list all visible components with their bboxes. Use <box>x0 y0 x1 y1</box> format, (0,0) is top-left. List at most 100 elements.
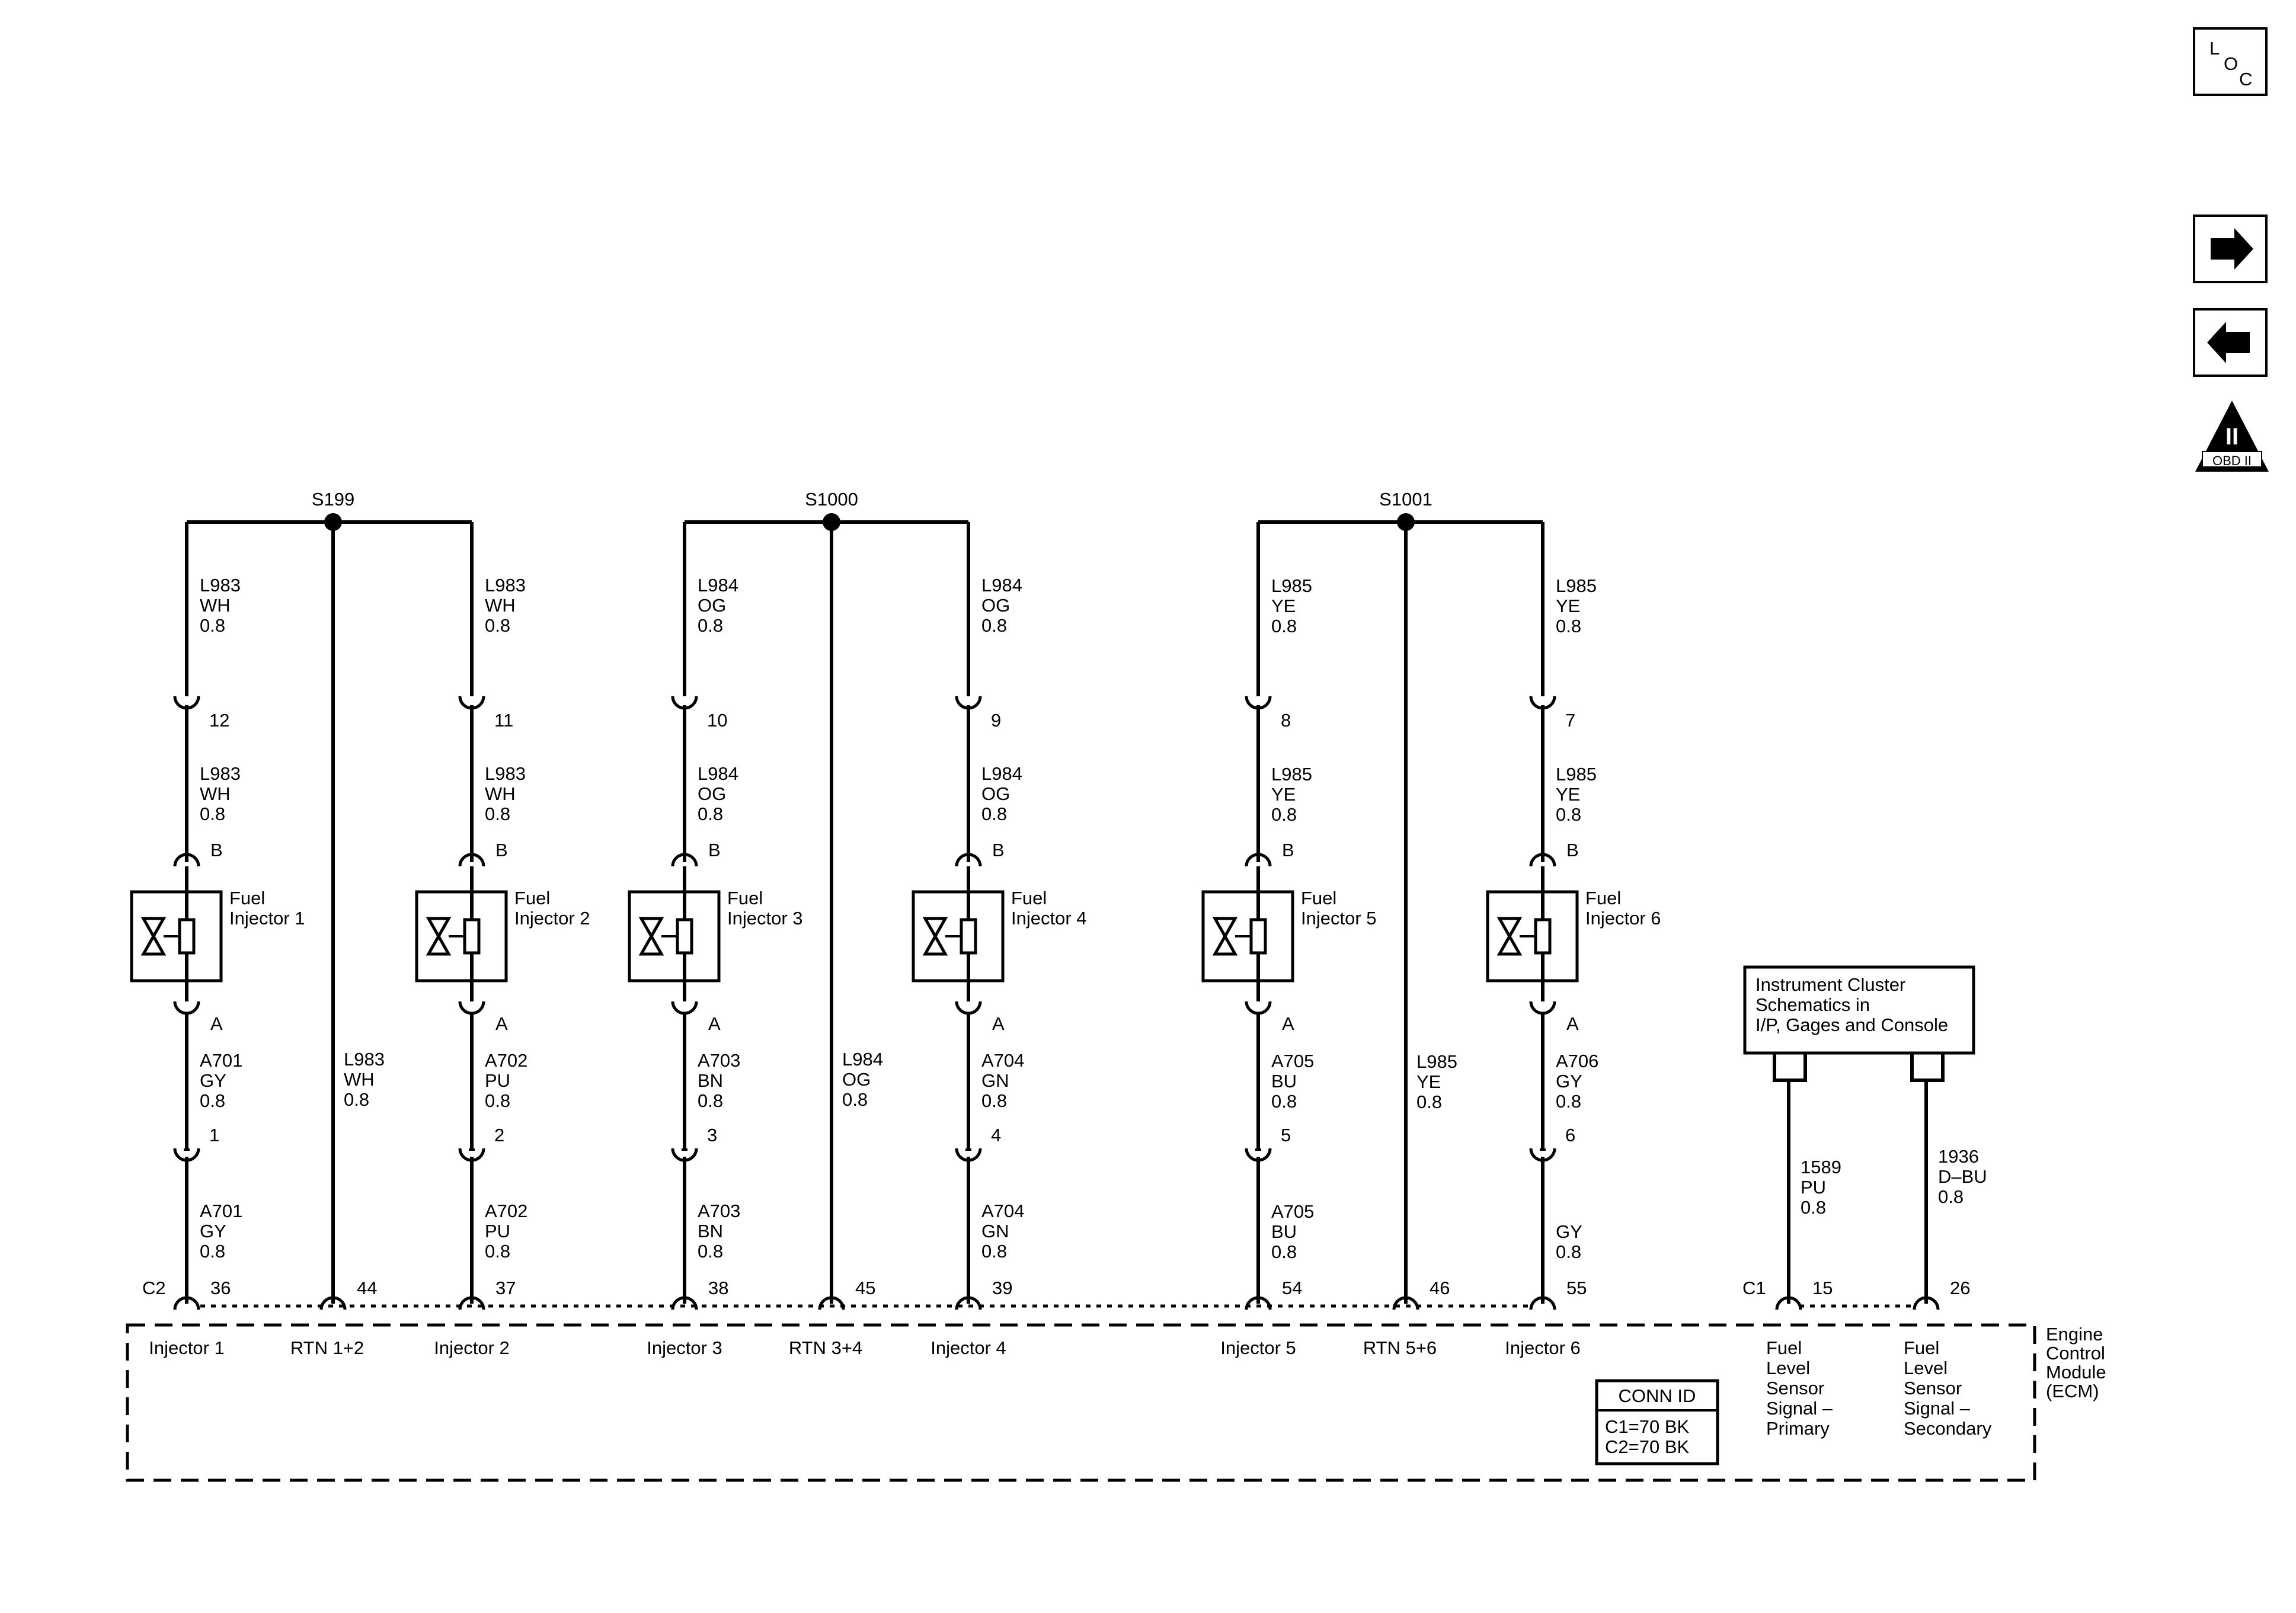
wire-gauge-label: 0.8 <box>200 1090 225 1111</box>
terminal-a-label: A <box>1282 1013 1294 1034</box>
pin-terminal <box>671 853 698 867</box>
wire-color-label: WH <box>200 783 231 804</box>
wire-circuit-label: L985 <box>1556 575 1597 596</box>
pin-terminal <box>173 853 200 867</box>
wire-circuit-label: L983 <box>485 763 526 784</box>
injector-name-line: Fuel <box>229 888 265 908</box>
terminal-b-label: B <box>708 840 721 860</box>
injector-name-line: Fuel <box>1585 888 1621 908</box>
ecm-pin-label: Injector 6 <box>1505 1337 1581 1358</box>
pin-terminal <box>1245 1001 1272 1015</box>
ecm-name-line: (ECM) <box>2046 1381 2099 1401</box>
cluster-ref-line: Instrument Cluster <box>1755 974 1905 995</box>
injector-name-line: Fuel <box>1301 888 1336 908</box>
cluster-ref-line: I/P, Gages and Console <box>1755 1014 1948 1035</box>
wire-gauge-label: 0.8 <box>485 1090 510 1111</box>
ecm-pin-label: Injector 3 <box>647 1337 722 1358</box>
wire-circuit-label: A702 <box>485 1201 527 1221</box>
wire-gauge-label: 0.8 <box>485 1241 510 1262</box>
instrument-cluster-reference[interactable]: Instrument Cluster Schematics in I/P, Ga… <box>1743 965 1975 1055</box>
pin-terminal <box>671 1148 698 1162</box>
wire-gauge-label: 0.8 <box>981 804 1007 824</box>
wire-gauge-label: 0.8 <box>698 1090 723 1111</box>
cluster-ref-line: Schematics in <box>1755 994 1870 1015</box>
fuel-injector-symbol <box>628 866 721 1001</box>
wire-circuit-label: L984 <box>698 763 738 784</box>
ecm-pin-label: Fuel <box>1766 1337 1802 1358</box>
ecm-pin-label: Injector 4 <box>930 1337 1006 1358</box>
obd-label: OBD II <box>2212 453 2252 468</box>
wire-circuit-label: L985 <box>1271 764 1312 785</box>
splice-buses: S199 S1000 S1001 <box>187 489 1543 531</box>
ecm-connector-pin: 54 <box>1282 1278 1302 1298</box>
terminal-a-label: A <box>708 1013 721 1034</box>
connector-dotted-lines: C2 C1 <box>142 1278 1912 1308</box>
terminal-b-label: B <box>1282 840 1294 860</box>
ecm-pin-label: Level <box>1766 1358 1810 1378</box>
previous-page-button[interactable] <box>2193 308 2268 377</box>
valve-icon <box>1496 917 1523 956</box>
return-wire-label: 0.8 <box>344 1089 369 1110</box>
return-wire-label: 0.8 <box>842 1089 868 1110</box>
lower-connector-pin: 3 <box>707 1125 717 1145</box>
ecm-pin-label: RTN 5+6 <box>1363 1337 1437 1358</box>
return-wire-label: WH <box>344 1069 375 1090</box>
splice-label-s1000: S1000 <box>805 489 858 510</box>
ecm-connector-pin: 38 <box>708 1278 728 1298</box>
pin-terminal <box>173 696 200 710</box>
fuel-injector-symbol <box>1201 866 1294 1001</box>
obd-ii-button[interactable]: II OBD II <box>2195 401 2269 472</box>
pin-terminal <box>458 1001 485 1015</box>
next-page-button[interactable] <box>2193 215 2268 283</box>
loc-icon-c: C <box>2239 69 2252 89</box>
wire-color-label: OG <box>981 595 1010 616</box>
wire-color-label: WH <box>485 595 516 616</box>
wire-circuit-label: A701 <box>200 1050 242 1071</box>
wire-circuit-label: A704 <box>981 1201 1024 1221</box>
wire-color-label: BN <box>698 1221 723 1241</box>
loc-button[interactable]: L O C <box>2193 27 2268 96</box>
wire-color-label: GN <box>981 1070 1009 1091</box>
wire-gauge-label: 0.8 <box>200 804 225 824</box>
ecm-pin-label: RTN 3+4 <box>789 1337 862 1358</box>
ecm-pin-label: Sensor <box>1766 1378 1824 1398</box>
wire-color-label: WH <box>200 595 231 616</box>
return-wires: L983 WH 0.8 L984 OG 0.8 L985 YE 0.8 44 4… <box>319 522 1457 1310</box>
ecm-pin-label: Secondary <box>1904 1418 1992 1439</box>
cluster-ecm-pin: 15 <box>1812 1278 1833 1298</box>
ecm-connector-pin: 39 <box>992 1278 1012 1298</box>
arrow-left-icon <box>2207 322 2250 363</box>
arrow-right-icon <box>2211 228 2253 270</box>
wire-circuit-label: A705 <box>1271 1201 1314 1222</box>
cluster-wire-label: PU <box>1801 1177 1826 1198</box>
ecm-pin-label: Fuel <box>1904 1337 1939 1358</box>
connector-c2-label: C2 <box>142 1278 166 1298</box>
cluster-ecm-pin: 26 <box>1950 1278 1970 1298</box>
ecm-pin-label: Injector 2 <box>434 1337 510 1358</box>
wire-gauge-label: 0.8 <box>485 615 510 636</box>
wire-color-label: YE <box>1556 596 1580 616</box>
ecm-connector-pin: 55 <box>1566 1278 1587 1298</box>
terminal-a-label: A <box>210 1013 223 1034</box>
wire-color-label: OG <box>698 595 726 616</box>
ecm-pin-label: Signal – <box>1904 1398 1971 1419</box>
terminal-a-label: A <box>1566 1013 1579 1034</box>
valve-icon <box>922 917 948 956</box>
terminal-b-label: B <box>1566 840 1579 860</box>
conn-id-title: CONN ID <box>1619 1385 1696 1406</box>
cluster-wire-label: 0.8 <box>1801 1197 1826 1218</box>
lower-connector-pin: 5 <box>1281 1125 1291 1145</box>
wire-circuit-label: A706 <box>1556 1051 1598 1071</box>
wire-gauge-label: 0.8 <box>1556 1241 1581 1262</box>
wire-circuit-label: A702 <box>485 1050 527 1071</box>
wire-color-label: YE <box>1271 596 1296 616</box>
ecm-pin-label: Signal – <box>1766 1398 1833 1419</box>
ecm-module: Engine Control Module (ECM) RTN 1+2 RTN … <box>126 1323 2106 1482</box>
cluster-wire-label: 1589 <box>1801 1157 1841 1177</box>
ecm-name-line: Control <box>2046 1343 2105 1364</box>
terminal-b-label: B <box>992 840 1005 860</box>
